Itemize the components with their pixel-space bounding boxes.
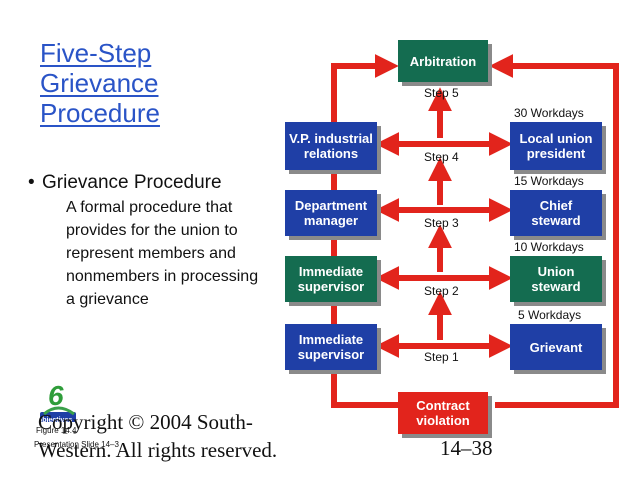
description-text: A formal procedure that provides for the…	[66, 199, 259, 308]
arbitration-box: Arbitration	[398, 40, 488, 82]
immediate-supervisor-box-lower: Immediate supervisor	[285, 324, 377, 370]
contract-violation-box: Contract violation	[398, 392, 488, 434]
workdays-30-label: 30 Workdays	[514, 106, 584, 120]
bullet-item: • Grievance Procedure	[28, 172, 222, 194]
presentation-slide-label: Presentation Slide 14–3	[34, 440, 119, 449]
workdays-15-label: 15 Workdays	[514, 174, 584, 188]
page-number: 14–38	[440, 436, 493, 460]
title-line-1: Five-Step	[40, 38, 152, 68]
step-1-label: Step 1	[424, 350, 459, 364]
bullet-icon: •	[28, 172, 35, 193]
step-5-label: Step 5	[424, 86, 459, 100]
copyright-text: Copyright © 2004 South-Western. All righ…	[38, 410, 278, 462]
title-line-2: Grievance	[40, 68, 159, 98]
figure-label: Figure 14.4	[36, 426, 77, 435]
department-manager-box: Department manager	[285, 190, 377, 236]
page-title: Five-Step Grievance Procedure	[40, 38, 270, 128]
immediate-supervisor-box-upper: Immediate supervisor	[285, 256, 377, 302]
local-union-president-box: Local union president	[510, 122, 602, 170]
step-4-label: Step 4	[424, 150, 459, 164]
workdays-5-label: 5 Workdays	[518, 308, 582, 322]
loop-right-line	[489, 54, 619, 408]
logo-text: objectives	[38, 417, 73, 424]
chief-steward-box: Chief steward	[510, 190, 602, 236]
step-2-label: Step 2	[424, 284, 459, 298]
union-steward-box: Union steward	[510, 256, 602, 302]
objectives-logo-icon	[40, 406, 76, 422]
bullet-text: Grievance Procedure	[42, 172, 222, 193]
logo-number: 6	[48, 380, 64, 411]
step-3-label: Step 3	[424, 216, 459, 230]
workdays-10-label: 10 Workdays	[514, 240, 584, 254]
objectives-logo: 6	[38, 380, 78, 428]
title-line-3: Procedure	[40, 98, 160, 128]
grievant-box: Grievant	[510, 324, 602, 370]
vp-industrial-relations-box: V.P. industrial relations	[285, 122, 377, 170]
